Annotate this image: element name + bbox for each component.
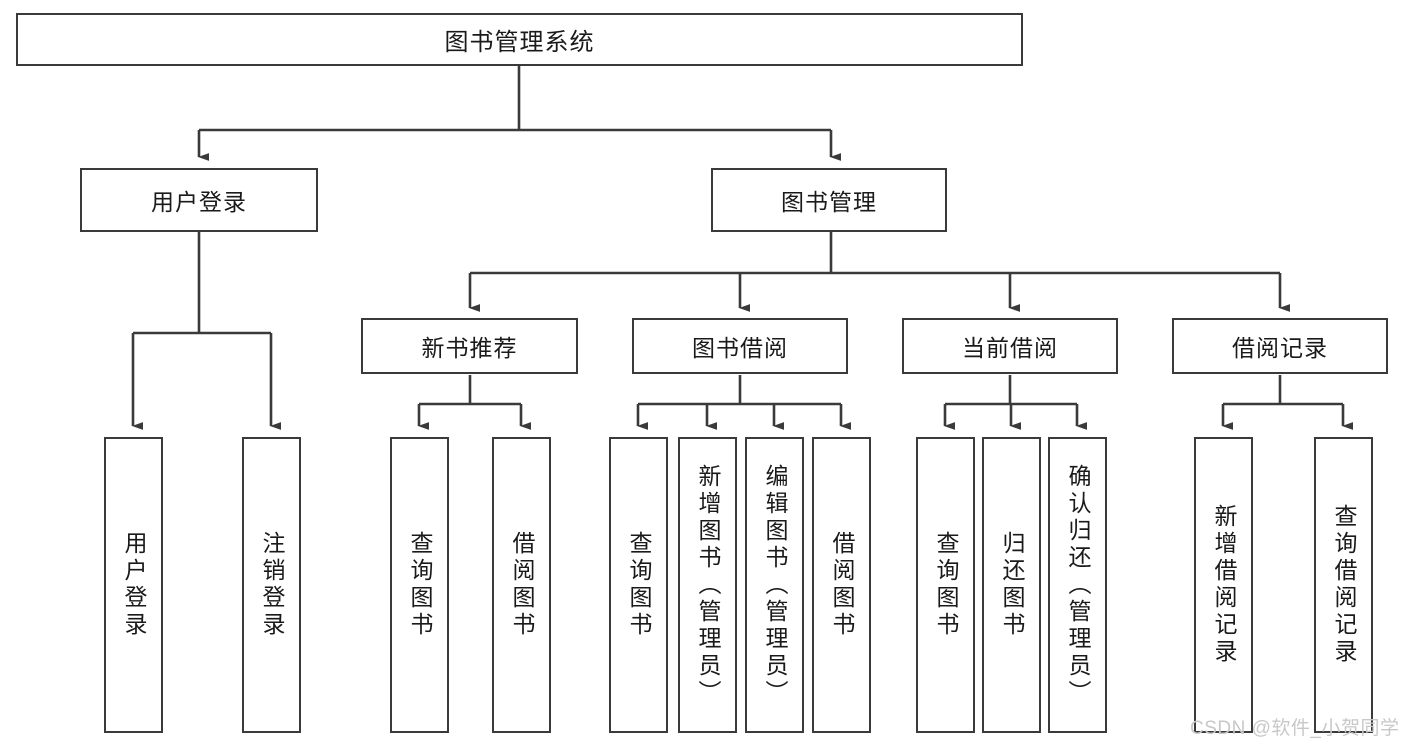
node-label: 查询图书 — [626, 531, 652, 639]
node-leaf-borrow-book[interactable]: 借阅图书 — [812, 437, 871, 733]
node-label: 确认归还（管理员） — [1065, 463, 1091, 707]
node-label: 新书推荐 — [421, 335, 518, 361]
node-leaf-query-book-recommend[interactable]: 查询图书 — [390, 437, 449, 733]
node-label: 图书管理系统 — [444, 29, 595, 56]
node-label: 查询图书 — [407, 531, 433, 639]
node-label: 新增借阅记录 — [1211, 504, 1237, 666]
node-label: 归还图书 — [999, 531, 1025, 639]
node-label: 借阅记录 — [1232, 335, 1328, 361]
node-leaf-add-borrow-record[interactable]: 新增借阅记录 — [1194, 437, 1253, 733]
node-user-login[interactable]: 用户登录 — [80, 168, 318, 232]
node-label: 当前借阅 — [962, 335, 1058, 361]
node-leaf-confirm-return[interactable]: 确认归还（管理员） — [1048, 437, 1107, 733]
node-leaf-add-book[interactable]: 新增图书（管理员） — [678, 437, 737, 733]
node-label: 新增图书（管理员） — [695, 463, 721, 707]
node-current-borrow[interactable]: 当前借阅 — [902, 318, 1118, 374]
node-new-book-recommend[interactable]: 新书推荐 — [361, 318, 578, 374]
node-label: 编辑图书（管理员） — [762, 463, 788, 707]
node-book-management[interactable]: 图书管理 — [711, 168, 947, 232]
node-leaf-return-book[interactable]: 归还图书 — [982, 437, 1041, 733]
node-label: 用户登录 — [121, 531, 147, 639]
node-leaf-logout[interactable]: 注销登录 — [242, 437, 301, 733]
node-leaf-query-book-current[interactable]: 查询图书 — [916, 437, 975, 733]
node-leaf-query-borrow-record[interactable]: 查询借阅记录 — [1314, 437, 1373, 733]
node-book-borrow[interactable]: 图书借阅 — [632, 318, 848, 374]
node-leaf-borrow-book-recommend[interactable]: 借阅图书 — [492, 437, 551, 733]
node-leaf-edit-book[interactable]: 编辑图书（管理员） — [745, 437, 804, 733]
node-label: 注销登录 — [259, 531, 285, 639]
csdn-watermark: CSDN @软件_小贺同学 — [1190, 718, 1400, 739]
node-label: 借阅图书 — [509, 531, 535, 639]
node-label: 查询图书 — [933, 531, 959, 639]
node-borrow-record[interactable]: 借阅记录 — [1172, 318, 1388, 374]
node-root-book-management-system[interactable]: 图书管理系统 — [16, 13, 1023, 66]
node-label: 借阅图书 — [829, 531, 855, 639]
node-label: 用户登录 — [151, 189, 247, 215]
node-leaf-user-login[interactable]: 用户登录 — [104, 437, 163, 733]
node-label: 图书管理 — [781, 189, 877, 215]
node-leaf-query-book-borrow[interactable]: 查询图书 — [609, 437, 668, 733]
node-label: 图书借阅 — [692, 335, 788, 361]
node-label: 查询借阅记录 — [1331, 504, 1357, 666]
